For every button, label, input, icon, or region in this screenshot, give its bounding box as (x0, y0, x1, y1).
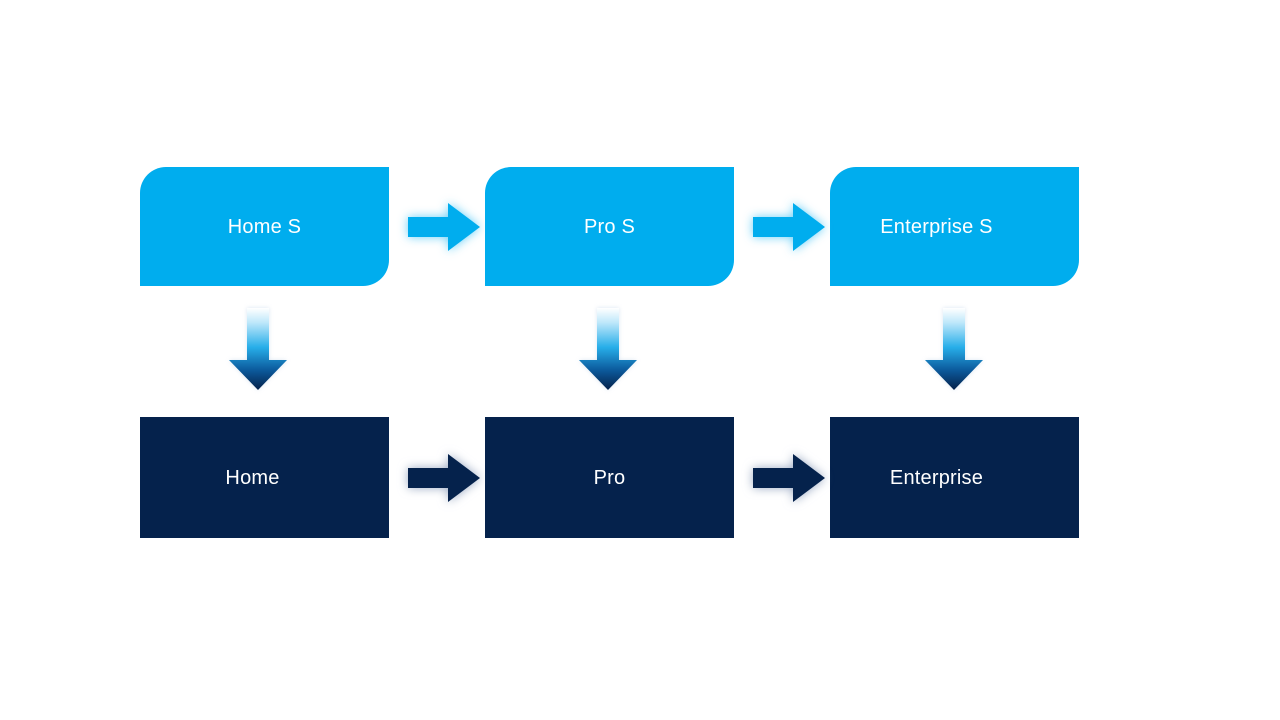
node-pro-s-label: Pro S (583, 215, 636, 238)
arrow-right-home-to-pro (408, 454, 480, 502)
node-home[interactable]: Home (140, 417, 389, 538)
arrow-right-pro-s-to-enterprise-s (753, 203, 825, 251)
node-enterprise-s-label: Enterprise S (880, 215, 993, 238)
node-pro-s[interactable]: Pro S (485, 167, 734, 286)
node-home-s[interactable]: Home S (140, 167, 389, 286)
arrow-right-pro-to-enterprise (753, 454, 825, 502)
node-home-label: Home (225, 466, 280, 489)
arrow-down-enterprise-s-to-enterprise (925, 308, 983, 390)
node-pro-label: Pro (593, 466, 626, 489)
node-pro[interactable]: Pro (485, 417, 734, 538)
node-enterprise-label: Enterprise (889, 466, 984, 489)
arrow-right-home-s-to-pro-s (408, 203, 480, 251)
node-enterprise-s[interactable]: Enterprise S (830, 167, 1079, 286)
node-enterprise[interactable]: Enterprise (830, 417, 1079, 538)
arrow-down-pro-s-to-pro (579, 308, 637, 390)
arrow-down-home-s-to-home (229, 308, 287, 390)
node-home-s-label: Home S (227, 215, 302, 238)
